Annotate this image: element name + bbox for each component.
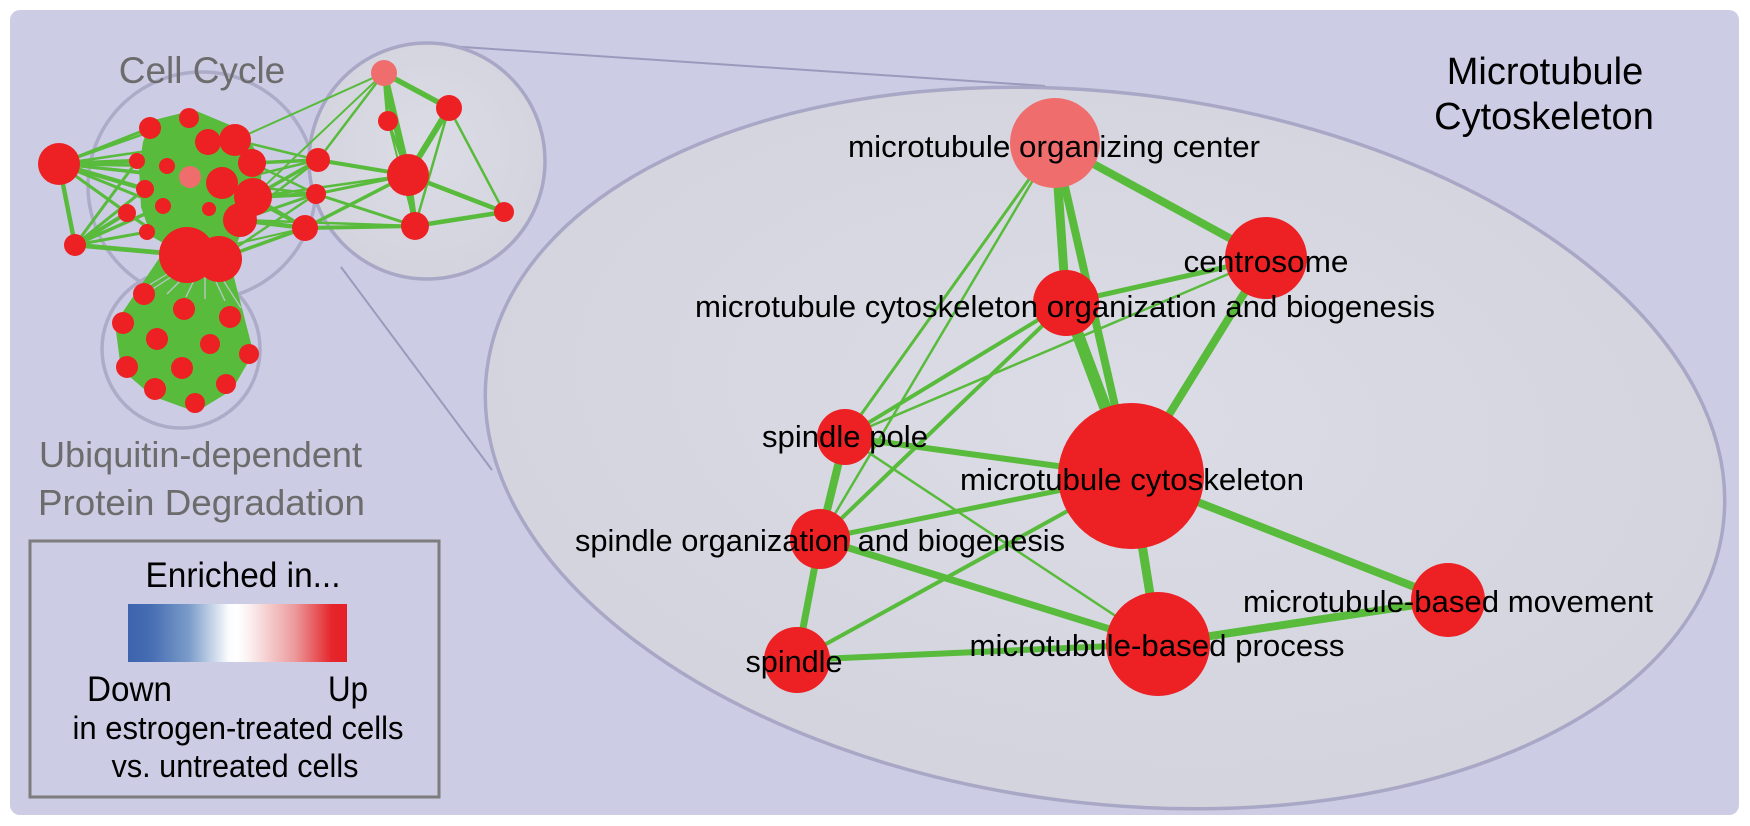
svg-text:Ubiquitin-dependent: Ubiquitin-dependent	[39, 434, 362, 475]
svg-text:microtubule cytoskeleton organ: microtubule cytoskeleton organization an…	[695, 289, 1435, 324]
svg-text:in estrogen-treated cells: in estrogen-treated cells	[73, 710, 404, 746]
svg-text:centrosome: centrosome	[1184, 244, 1349, 279]
svg-text:Up: Up	[328, 670, 368, 709]
svg-text:microtubule-based process: microtubule-based process	[970, 628, 1345, 663]
svg-text:Down: Down	[87, 670, 172, 709]
svg-text:spindle organization and bioge: spindle organization and biogenesis	[575, 523, 1065, 558]
svg-text:spindle pole: spindle pole	[762, 419, 928, 454]
svg-text:Cytoskeleton: Cytoskeleton	[1434, 96, 1654, 138]
svg-text:Protein Degradation: Protein Degradation	[38, 482, 365, 523]
svg-text:microtubule cytoskeleton: microtubule cytoskeleton	[960, 462, 1304, 497]
svg-text:Enriched in...: Enriched in...	[146, 556, 341, 595]
svg-text:microtubule-based movement: microtubule-based movement	[1243, 584, 1653, 619]
svg-text:spindle: spindle	[746, 644, 843, 679]
svg-text:microtubule organizing center: microtubule organizing center	[848, 129, 1260, 164]
svg-text:vs. untreated cells: vs. untreated cells	[112, 748, 359, 784]
svg-text:Microtubule: Microtubule	[1447, 51, 1643, 93]
svg-text:Cell Cycle: Cell Cycle	[119, 50, 286, 91]
